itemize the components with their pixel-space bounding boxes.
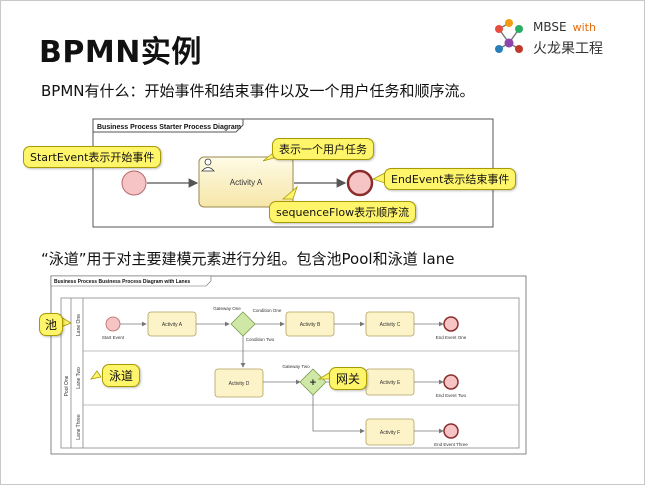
svg-text:Activity C: Activity C <box>380 322 401 328</box>
subtitle-swimlanes: “泳道”用于对主要建模元素进行分组。包含池Pool和泳道 lane <box>41 250 455 268</box>
lane-two-label: Lane Two <box>76 367 82 389</box>
d2-end-event-one <box>443 316 459 332</box>
callout-gateway: 网关 <box>329 367 368 390</box>
pool-label: Pool One <box>64 375 70 396</box>
slide-title: BPMN实例 <box>39 35 202 70</box>
callout-end-event: EndEvent表示结束事件 <box>384 168 517 190</box>
activity-a-label: Activity A <box>230 178 263 187</box>
user-task-icon <box>204 158 212 166</box>
callout-user-task: 表示一个用户任务 <box>272 138 374 160</box>
start-event-circle <box>121 170 147 196</box>
svg-text:Activity F: Activity F <box>380 430 400 436</box>
svg-text:Activity E: Activity E <box>380 380 401 386</box>
lane-three-label: Lane Three <box>76 414 82 440</box>
lane-one-label: Lane One <box>76 314 82 336</box>
svg-text:End Event One: End Event One <box>436 335 467 340</box>
svg-text:End Event Two: End Event Two <box>436 393 467 398</box>
callout-start-event: StartEvent表示开始事件 <box>23 146 162 168</box>
diagram2-frame-title: Business Process Business Process Diagra… <box>54 279 190 285</box>
activity-a-box <box>198 156 294 208</box>
callout-lane: 泳道 <box>102 364 141 387</box>
svg-text:Activity B: Activity B <box>300 322 321 328</box>
svg-text:End Event Three: End Event Three <box>434 442 468 447</box>
logo-company: 火龙果工程 <box>533 41 603 57</box>
callout-sequence-flow: sequenceFlow表示顺序流 <box>269 201 417 223</box>
subtitle-bpmn-elements: BPMN有什么：开始事件和结束事件以及一个用户任务和顺序流。 <box>41 82 475 100</box>
diagram1-frame-title: Business Process Starter Process Diagram <box>97 124 241 131</box>
d2-activity-d <box>214 368 264 398</box>
parallel-plus-icon: + <box>310 377 316 389</box>
callout-pool: 池 <box>39 313 64 336</box>
svg-text:Gateway Two: Gateway Two <box>282 364 310 369</box>
d2-start-event-label: Start Event <box>102 335 125 340</box>
svg-text:Condition Two: Condition Two <box>246 337 275 342</box>
svg-text:Activity D: Activity D <box>229 381 250 387</box>
svg-text:Condition One: Condition One <box>253 308 282 313</box>
svg-text:Activity A: Activity A <box>162 322 183 328</box>
d2-activity-f <box>365 418 415 446</box>
molecule-logo-icon <box>495 19 523 53</box>
svg-text:Gateway One: Gateway One <box>213 306 241 311</box>
d2-end-event-three <box>443 423 459 439</box>
end-event-circle <box>346 169 374 197</box>
d2-end-event-two <box>443 374 459 390</box>
d2-start-event <box>105 316 121 332</box>
